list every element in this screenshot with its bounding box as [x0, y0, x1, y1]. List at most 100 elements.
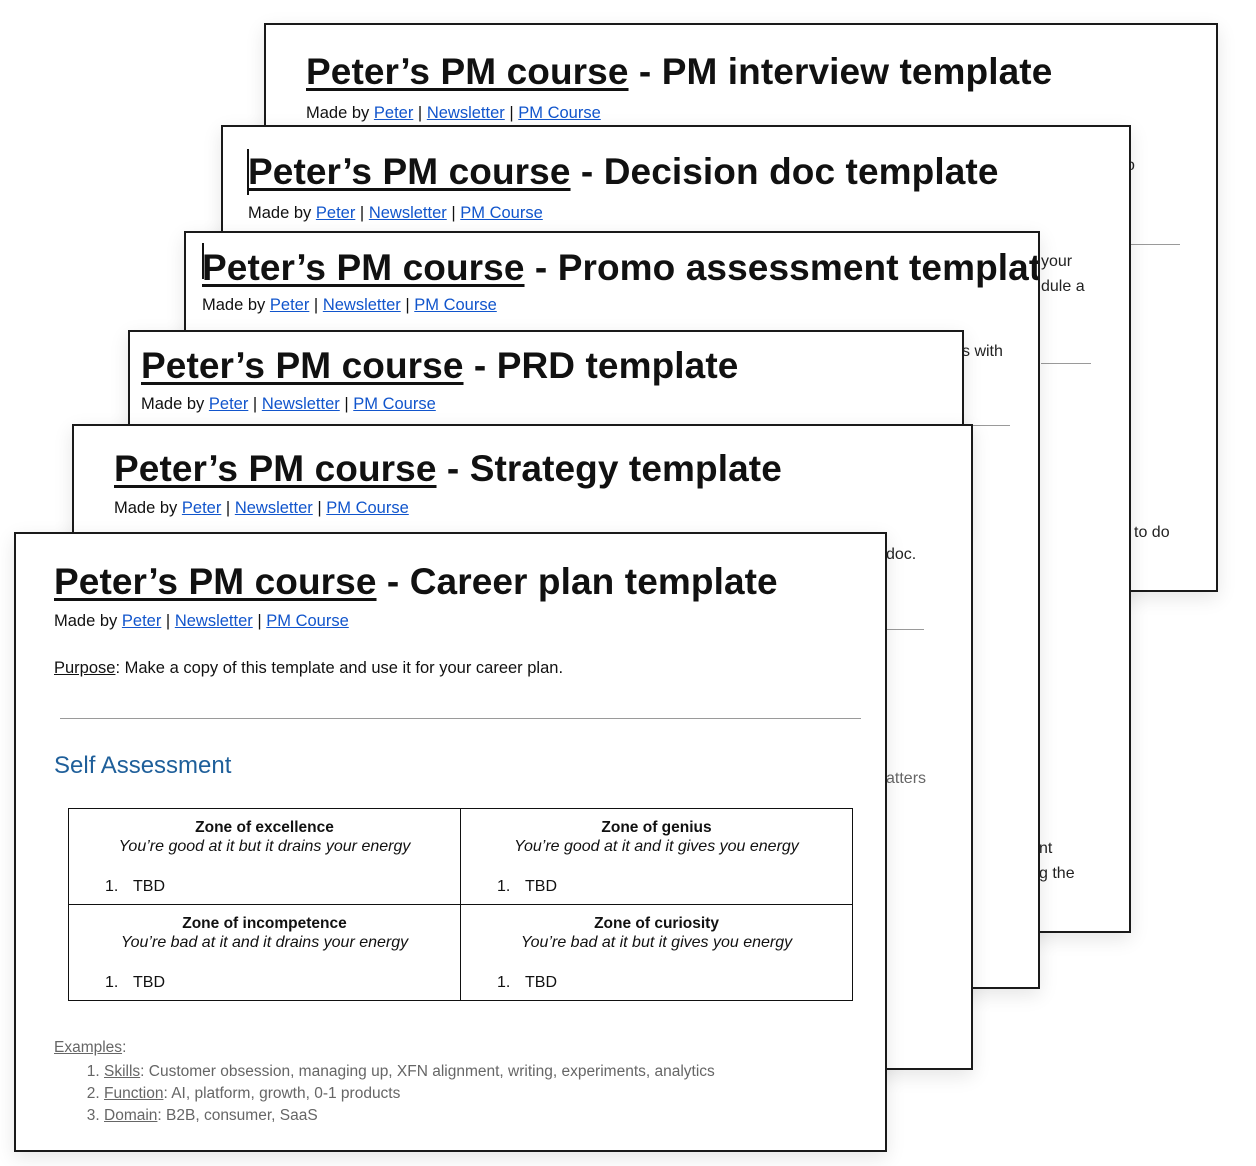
separator: |: [313, 296, 319, 314]
doc-title-suffix: - Decision doc template: [570, 151, 999, 192]
link-newsletter[interactable]: Newsletter: [426, 104, 505, 122]
link-peter[interactable]: Peter: [269, 296, 310, 314]
doc-title: Peter’s PM course - Career plan template: [54, 561, 778, 603]
example-text: : Customer obsession, managing up, XFN a…: [140, 1063, 715, 1080]
separator: |: [509, 104, 514, 122]
list-text: TBD: [133, 878, 165, 895]
zone-cell-curiosity[interactable]: Zone of curiosity You’re bad at it but i…: [460, 904, 853, 1001]
zone-cell-excellence[interactable]: Zone of excellence You’re good at it but…: [68, 808, 461, 905]
list-item: Skills: Customer obsession, managing up,…: [104, 1063, 715, 1081]
horizontal-divider: [60, 718, 861, 719]
list-number: 1.: [497, 878, 511, 895]
list-number: 1.: [105, 974, 119, 991]
link-newsletter[interactable]: Newsletter: [234, 499, 313, 517]
purpose-line: Purpose: Make a copy of this template an…: [54, 659, 563, 678]
examples-label: Examples: [54, 1039, 123, 1056]
section-heading-self-assessment: Self Assessment: [54, 752, 232, 779]
examples-section: Examples: Skills: Customer obsession, ma…: [54, 1039, 715, 1129]
list-text: TBD: [133, 974, 165, 991]
separator: |: [165, 612, 171, 630]
link-newsletter[interactable]: Newsletter: [261, 395, 340, 413]
purpose-text: : Make a copy of this template and use i…: [115, 659, 564, 677]
separator: |: [451, 204, 456, 222]
doc-page-career-plan: Peter’s PM course - Career plan template…: [14, 532, 887, 1152]
link-pm-course[interactable]: PM Course: [518, 104, 601, 122]
text-fragment: atters: [886, 770, 927, 787]
divider: [962, 425, 1010, 426]
separator: |: [344, 395, 349, 413]
zone-description: You’re good at it and it gives you energ…: [514, 838, 799, 855]
doc-title-brand[interactable]: Peter’s PM course: [248, 151, 571, 192]
link-pm-course[interactable]: PM Course: [414, 296, 497, 314]
text-cursor: [247, 149, 249, 195]
zone-name: Zone of incompetence: [182, 915, 347, 932]
list-number: 1.: [497, 974, 511, 991]
made-by-line: Made by Peter | Newsletter | PM Course: [306, 104, 601, 123]
link-newsletter[interactable]: Newsletter: [322, 296, 401, 314]
text-fragment: your: [1041, 253, 1073, 270]
list-number: 1.: [105, 878, 119, 895]
doc-title-suffix: - Strategy template: [436, 448, 782, 489]
zone-list-item: 1.TBD: [475, 974, 838, 992]
link-pm-course[interactable]: PM Course: [460, 204, 543, 222]
link-peter[interactable]: Peter: [181, 499, 222, 517]
doc-title: Peter’s PM course - Strategy template: [114, 448, 782, 490]
separator: |: [225, 499, 231, 517]
made-by-line: Made by Peter | Newsletter | PM Course: [54, 612, 349, 631]
divider: [886, 629, 924, 630]
link-peter[interactable]: Peter: [373, 104, 414, 122]
made-by-line: Made by Peter | Newsletter | PM Course: [114, 499, 409, 518]
doc-title-brand[interactable]: Peter’s PM course: [54, 561, 377, 602]
made-by-label: Made by: [248, 204, 312, 222]
zone-description: You’re good at it but it drains your ene…: [118, 838, 411, 855]
text-fragment: to do: [1134, 524, 1170, 541]
separator: |: [317, 499, 322, 517]
doc-title: Peter’s PM course - PRD template: [141, 345, 738, 387]
self-assessment-grid: Zone of excellence You’re good at it but…: [68, 808, 853, 1001]
doc-title: Peter’s PM course - Promo assessment tem…: [202, 247, 1040, 289]
doc-title: Peter’s PM course - PM interview templat…: [306, 51, 1052, 93]
zone-cell-genius[interactable]: Zone of genius You’re good at it and it …: [460, 808, 853, 905]
examples-list: Skills: Customer obsession, managing up,…: [54, 1063, 715, 1125]
doc-title-brand[interactable]: Peter’s PM course: [114, 448, 437, 489]
zone-name: Zone of excellence: [195, 819, 334, 836]
link-newsletter[interactable]: Newsletter: [174, 612, 253, 630]
doc-title-brand[interactable]: Peter’s PM course: [141, 345, 464, 386]
link-newsletter[interactable]: Newsletter: [368, 204, 447, 222]
made-by-label: Made by: [202, 296, 266, 314]
zone-name: Zone of curiosity: [594, 915, 719, 932]
text-fragment: s with: [962, 343, 1003, 360]
list-item: Function: AI, platform, growth, 0-1 prod…: [104, 1085, 715, 1103]
separator: |: [257, 612, 262, 630]
doc-title: Peter’s PM course - Decision doc templat…: [248, 151, 999, 193]
link-pm-course[interactable]: PM Course: [326, 499, 409, 517]
example-key: Skills: [104, 1063, 141, 1080]
zone-cell-incompetence[interactable]: Zone of incompetence You’re bad at it an…: [68, 904, 461, 1001]
list-text: TBD: [525, 878, 557, 895]
text-cursor: [202, 243, 204, 279]
purpose-label: Purpose: [54, 659, 116, 677]
example-key: Function: [104, 1085, 164, 1102]
doc-title-brand[interactable]: Peter’s PM course: [306, 51, 629, 92]
link-pm-course[interactable]: PM Course: [266, 612, 349, 630]
text-fragment: nt: [1039, 840, 1053, 857]
link-peter[interactable]: Peter: [208, 395, 249, 413]
zone-description: You’re bad at it and it drains your ener…: [120, 934, 409, 951]
text-fragment: doc.: [886, 546, 917, 563]
link-peter[interactable]: Peter: [315, 204, 356, 222]
made-by-label: Made by: [114, 499, 178, 517]
separator: |: [252, 395, 258, 413]
divider: [1126, 244, 1180, 245]
zone-list-item: 1. TBD: [475, 878, 838, 896]
doc-title-suffix: - Career plan template: [376, 561, 778, 602]
made-by-label: Made by: [306, 104, 370, 122]
made-by-line: Made by Peter | Newsletter | PM Course: [202, 296, 497, 315]
made-by-label: Made by: [141, 395, 205, 413]
doc-title-brand[interactable]: Peter’s PM course: [202, 247, 525, 288]
doc-title-suffix: - Promo assessment template: [524, 247, 1040, 288]
list-item: Domain: B2B, consumer, SaaS: [104, 1107, 715, 1125]
zone-list-item: 1. TBD: [83, 974, 446, 992]
link-pm-course[interactable]: PM Course: [353, 395, 436, 413]
link-peter[interactable]: Peter: [121, 612, 162, 630]
examples-heading: Examples:: [54, 1039, 715, 1057]
